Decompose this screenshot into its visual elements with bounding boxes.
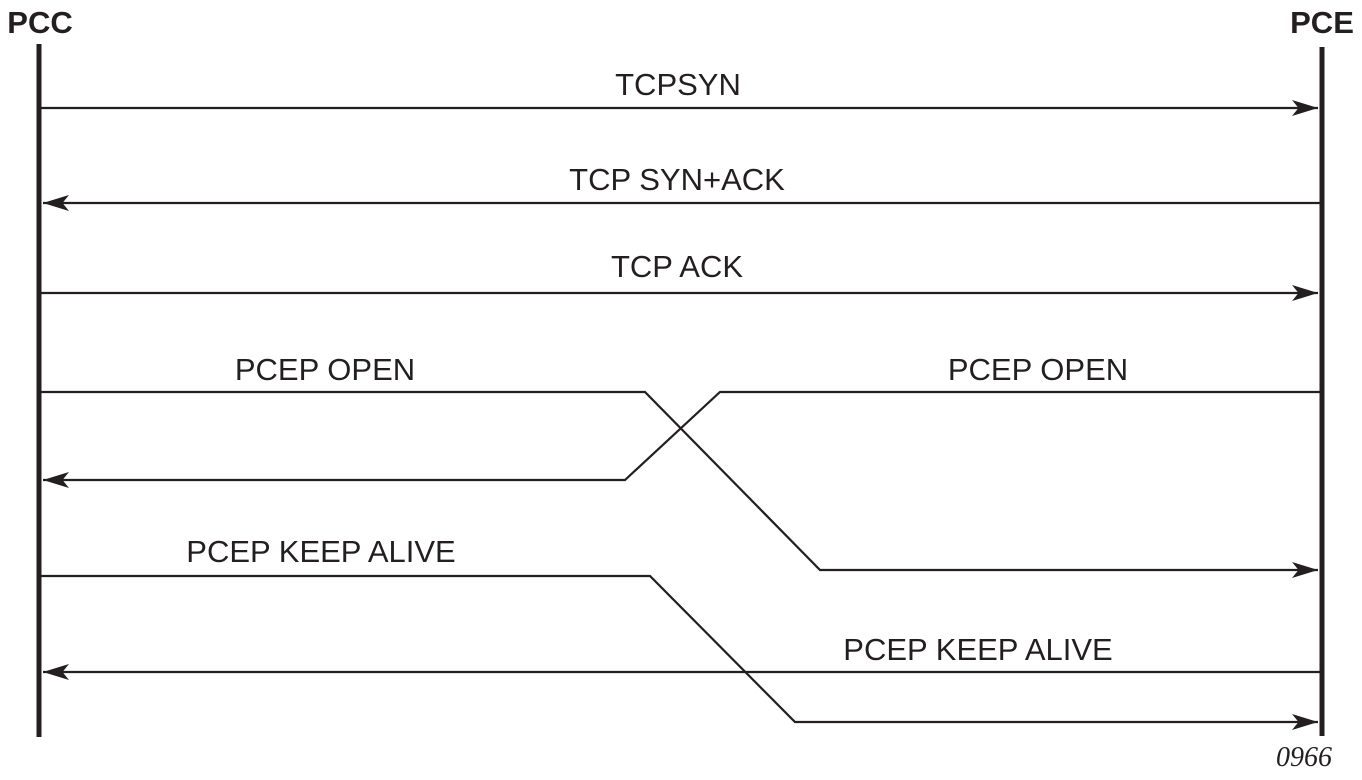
- message-label-tcpsyn: TCPSYN: [615, 67, 741, 102]
- message-arrow-pcep-open-from-pcc: [39, 390, 1318, 578]
- actor-label-pcc: PCC: [7, 5, 72, 40]
- message-label-pcep-keepalive-left: PCEP KEEP ALIVE: [186, 534, 455, 569]
- message-arrow-pcep-open-from-pce: [43, 390, 1322, 488]
- message-label-tcp-ack: TCP ACK: [611, 249, 743, 284]
- actor-label-pce: PCE: [1290, 5, 1354, 40]
- message-label-pcep-keepalive-right: PCEP KEEP ALIVE: [843, 632, 1112, 667]
- message-label-tcp-syn-ack: TCP SYN+ACK: [569, 162, 785, 197]
- message-label-pcep-open-left: PCEP OPEN: [235, 352, 415, 387]
- figure-number: 0966: [1276, 742, 1332, 773]
- message-arrow-pcep-keepalive-from-pcc: [39, 574, 1318, 730]
- message-label-pcep-open-right: PCEP OPEN: [948, 352, 1128, 387]
